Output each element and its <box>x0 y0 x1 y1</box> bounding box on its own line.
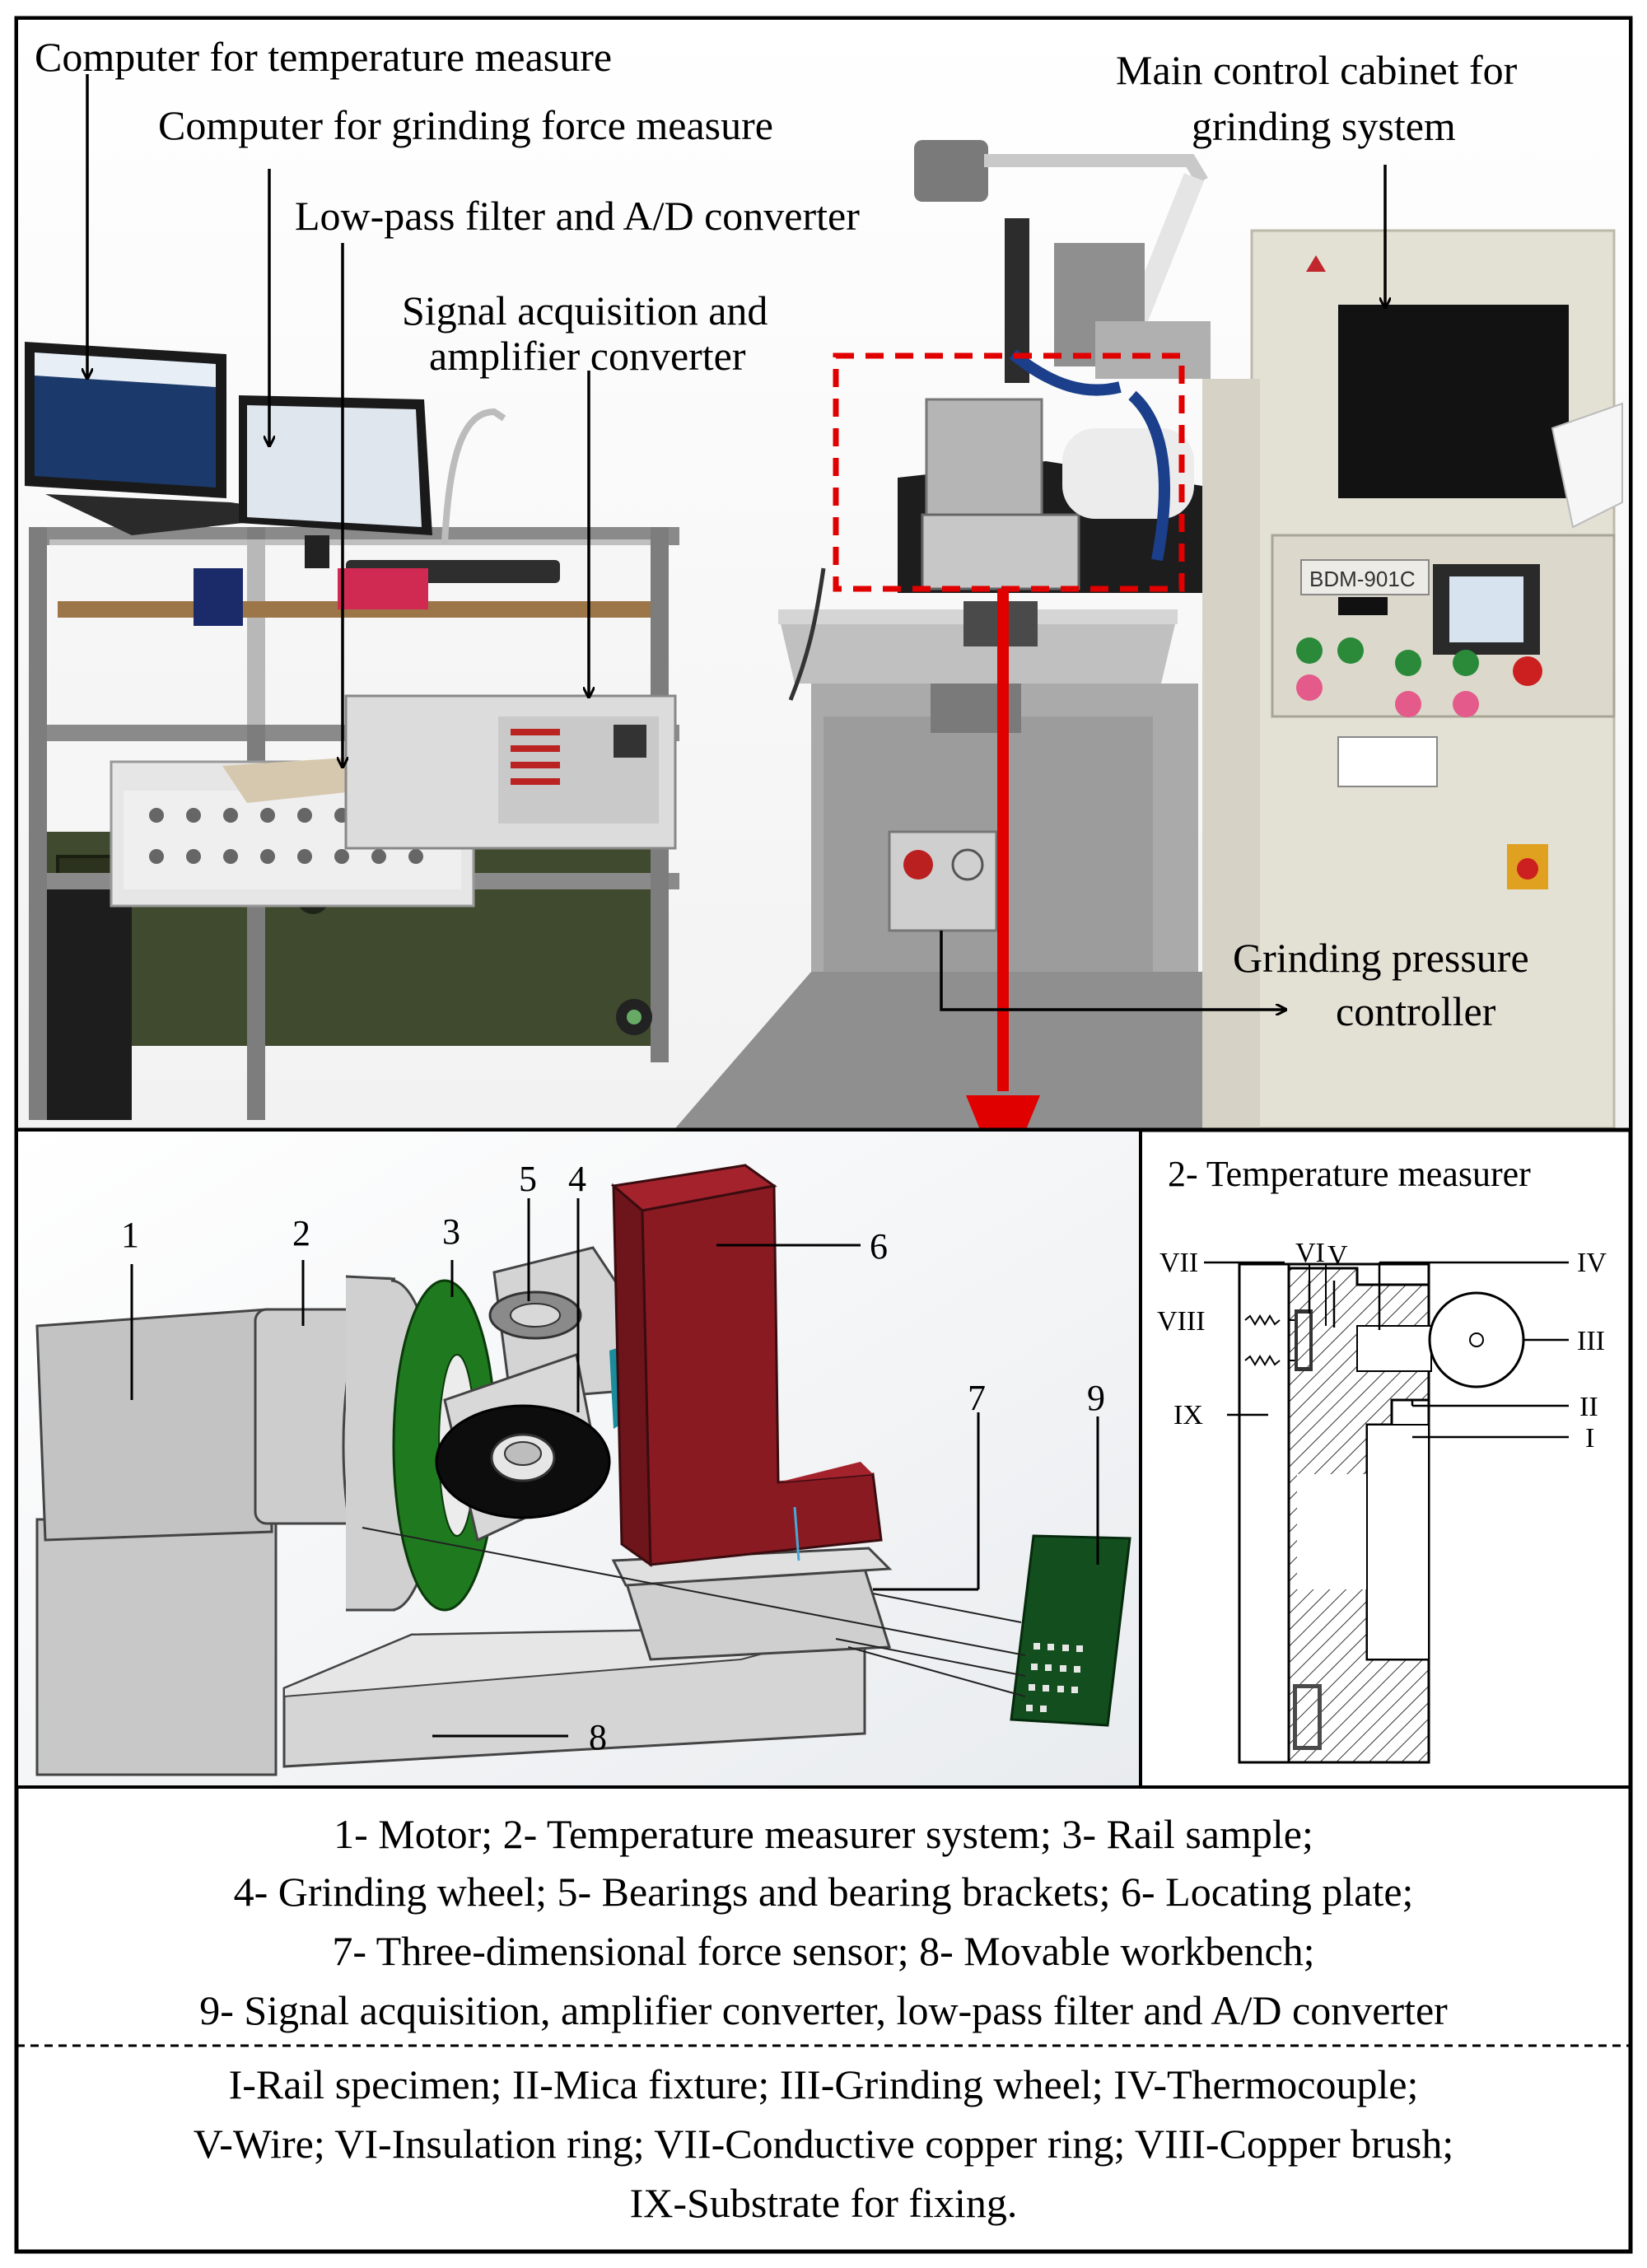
temp-measurer-panel <box>1204 1261 1569 1764</box>
machine-model-text: BDM-901C <box>1309 567 1416 591</box>
laptop-force <box>194 395 560 626</box>
label-pressure-line1: Grinding pressure <box>1233 935 1529 981</box>
caption-line-3: 7- Three-dimensional force sensor; 8- Mo… <box>332 1928 1315 1974</box>
temp-panel-title: 2- Temperature measurer <box>1168 1154 1531 1194</box>
locating-plate <box>610 1164 883 1567</box>
cad-number-3: 3 <box>442 1211 460 1252</box>
label-cabinet-line2: grinding system <box>1192 103 1456 149</box>
roman-label-II: II <box>1579 1392 1598 1422</box>
cad-number-4: 4 <box>568 1159 586 1199</box>
roman-label-IV: IV <box>1577 1248 1607 1278</box>
caption-line-4: 9- Signal acquisition, amplifier convert… <box>199 1987 1448 2033</box>
roman-label-VI: VI <box>1295 1238 1325 1268</box>
cad-number-1: 1 <box>121 1215 139 1255</box>
cad-number-9: 9 <box>1087 1378 1105 1418</box>
label-signal-line1: Signal acquisition and <box>402 287 768 334</box>
label-pressure-line2: controller <box>1336 988 1496 1034</box>
label-cabinet-line1: Main control cabinet for <box>1116 47 1518 93</box>
label-signal-line2: amplifier converter <box>429 333 746 379</box>
roman-label-VII: VII <box>1159 1248 1199 1278</box>
label-filter: Low-pass filter and A/D converter <box>295 193 860 239</box>
label-force-computer: Computer for grinding force measure <box>158 102 773 148</box>
photo-panel: BDM-901C <box>18 20 1629 1186</box>
roman-label-V: V <box>1327 1240 1348 1271</box>
caption-line-7: IX-Substrate for fixing. <box>629 2180 1018 2226</box>
caption-line-5: I-Rail specimen; II-Mica fixture; III-Gr… <box>228 2061 1419 2107</box>
cart-lamp <box>441 408 506 544</box>
label-temp-computer: Computer for temperature measure <box>35 34 613 80</box>
motor-base <box>35 1518 278 1776</box>
cad-model-panel <box>18 1132 1139 1785</box>
cad-number-8: 8 <box>589 1717 607 1757</box>
motor <box>35 1308 273 1542</box>
control-cabinet: BDM-901C <box>1202 229 1623 1130</box>
cad-number-6: 6 <box>870 1226 888 1267</box>
roman-label-I: I <box>1585 1423 1595 1454</box>
acquisition-board <box>1010 1534 1131 1727</box>
roman-label-IX: IX <box>1173 1400 1203 1430</box>
cad-number-2: 2 <box>292 1213 310 1253</box>
roman-label-VIII: VIII <box>1157 1306 1206 1337</box>
label-leaders <box>87 74 1385 1010</box>
cad-number-5: 5 <box>519 1159 537 1199</box>
caption-line-1: 1- Motor; 2- Temperature measurer system… <box>334 1811 1313 1857</box>
outer-border <box>14 16 1633 2254</box>
laptop-temperature <box>25 342 317 535</box>
cad-number-7: 7 <box>968 1378 986 1418</box>
caption-line-6: V-Wire; VI-Insulation ring; VII-Conducti… <box>193 2121 1454 2167</box>
caption-line-2: 4- Grinding wheel; 5- Bearings and beari… <box>233 1869 1414 1915</box>
signal-acquisition-device <box>344 694 677 850</box>
roman-label-III: III <box>1577 1326 1605 1356</box>
